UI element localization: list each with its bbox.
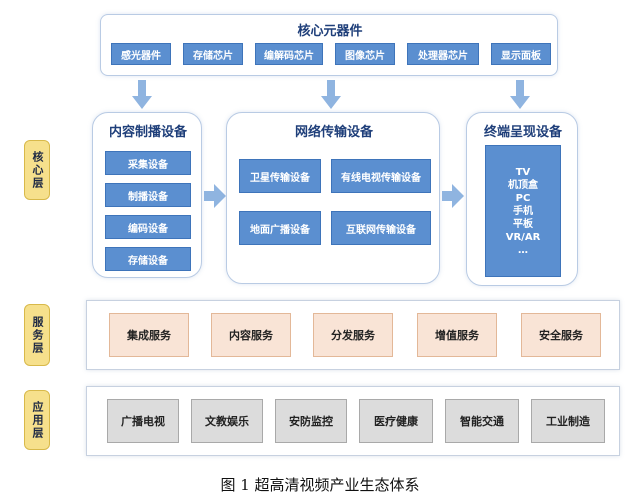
service-chip: 增值服务 bbox=[417, 313, 497, 357]
application-band: 广播电视 文教娱乐 安防监控 医疗健康 智能交通 工业制造 bbox=[86, 386, 620, 456]
production-title: 内容制播设备 bbox=[108, 125, 187, 140]
core-component-chip: 显示面板 bbox=[491, 43, 551, 65]
terminal-device-label: 机顶盒 bbox=[508, 179, 538, 191]
service-band: 集成服务 内容服务 分发服务 增值服务 安全服务 bbox=[86, 300, 620, 370]
core-components-panel: 核心元器件 感光器件 存储芯片 编解码芯片 图像芯片 处理器芯片 显示面板 bbox=[100, 14, 558, 76]
down-arrow-icon bbox=[510, 80, 530, 109]
terminal-device-label: VR/AR bbox=[505, 231, 541, 243]
application-chip: 医疗健康 bbox=[359, 399, 433, 443]
figure-caption: 图 1 超高清视频产业生态体系 bbox=[220, 476, 420, 494]
terminal-devices-box: TV 机顶盒 PC 手机 平板 VR/AR … bbox=[485, 145, 561, 277]
core-components-title: 核心元器件 bbox=[297, 24, 363, 39]
service-chip: 安全服务 bbox=[521, 313, 601, 357]
service-chip: 内容服务 bbox=[211, 313, 291, 357]
core-component-chip: 编解码芯片 bbox=[255, 43, 323, 65]
production-device-chip: 存储设备 bbox=[105, 247, 191, 271]
application-chip: 智能交通 bbox=[445, 399, 519, 443]
terminal-panel: 终端呈现设备 TV 机顶盒 PC 手机 平板 VR/AR … bbox=[466, 112, 578, 286]
application-chip: 文教娱乐 bbox=[191, 399, 263, 443]
service-chip: 集成服务 bbox=[109, 313, 189, 357]
right-arrow-icon bbox=[442, 184, 464, 208]
down-arrow-icon bbox=[132, 80, 152, 109]
service-chip: 分发服务 bbox=[313, 313, 393, 357]
down-arrow-icon bbox=[321, 80, 341, 109]
layer-label-core: 核心层 bbox=[24, 140, 50, 200]
network-device-chip: 有线电视传输设备 bbox=[331, 159, 431, 193]
application-chip: 工业制造 bbox=[531, 399, 605, 443]
core-component-chip: 感光器件 bbox=[111, 43, 171, 65]
network-panel: 网络传输设备 卫星传输设备 有线电视传输设备 地面广播设备 互联网传输设备 bbox=[226, 112, 440, 284]
network-device-chip: 卫星传输设备 bbox=[239, 159, 321, 193]
production-device-chip: 编码设备 bbox=[105, 215, 191, 239]
terminal-device-label: PC bbox=[515, 192, 531, 204]
network-device-chip: 互联网传输设备 bbox=[331, 211, 431, 245]
layer-label-service: 服务层 bbox=[24, 304, 50, 366]
terminal-device-label: … bbox=[518, 244, 528, 256]
layer-label-application: 应用层 bbox=[24, 390, 50, 450]
terminal-title: 终端呈现设备 bbox=[483, 125, 562, 140]
application-chip: 安防监控 bbox=[275, 399, 347, 443]
terminal-device-label: TV bbox=[515, 166, 531, 178]
application-chip: 广播电视 bbox=[107, 399, 179, 443]
network-title: 网络传输设备 bbox=[294, 125, 373, 140]
terminal-device-label: 手机 bbox=[513, 205, 533, 217]
core-component-chip: 存储芯片 bbox=[183, 43, 243, 65]
terminal-device-label: 平板 bbox=[513, 218, 533, 230]
core-component-chip: 处理器芯片 bbox=[407, 43, 479, 65]
core-component-chip: 图像芯片 bbox=[335, 43, 395, 65]
production-device-chip: 采集设备 bbox=[105, 151, 191, 175]
production-device-chip: 制播设备 bbox=[105, 183, 191, 207]
right-arrow-icon bbox=[204, 184, 226, 208]
network-device-chip: 地面广播设备 bbox=[239, 211, 321, 245]
production-panel: 内容制播设备 采集设备 制播设备 编码设备 存储设备 bbox=[92, 112, 202, 278]
